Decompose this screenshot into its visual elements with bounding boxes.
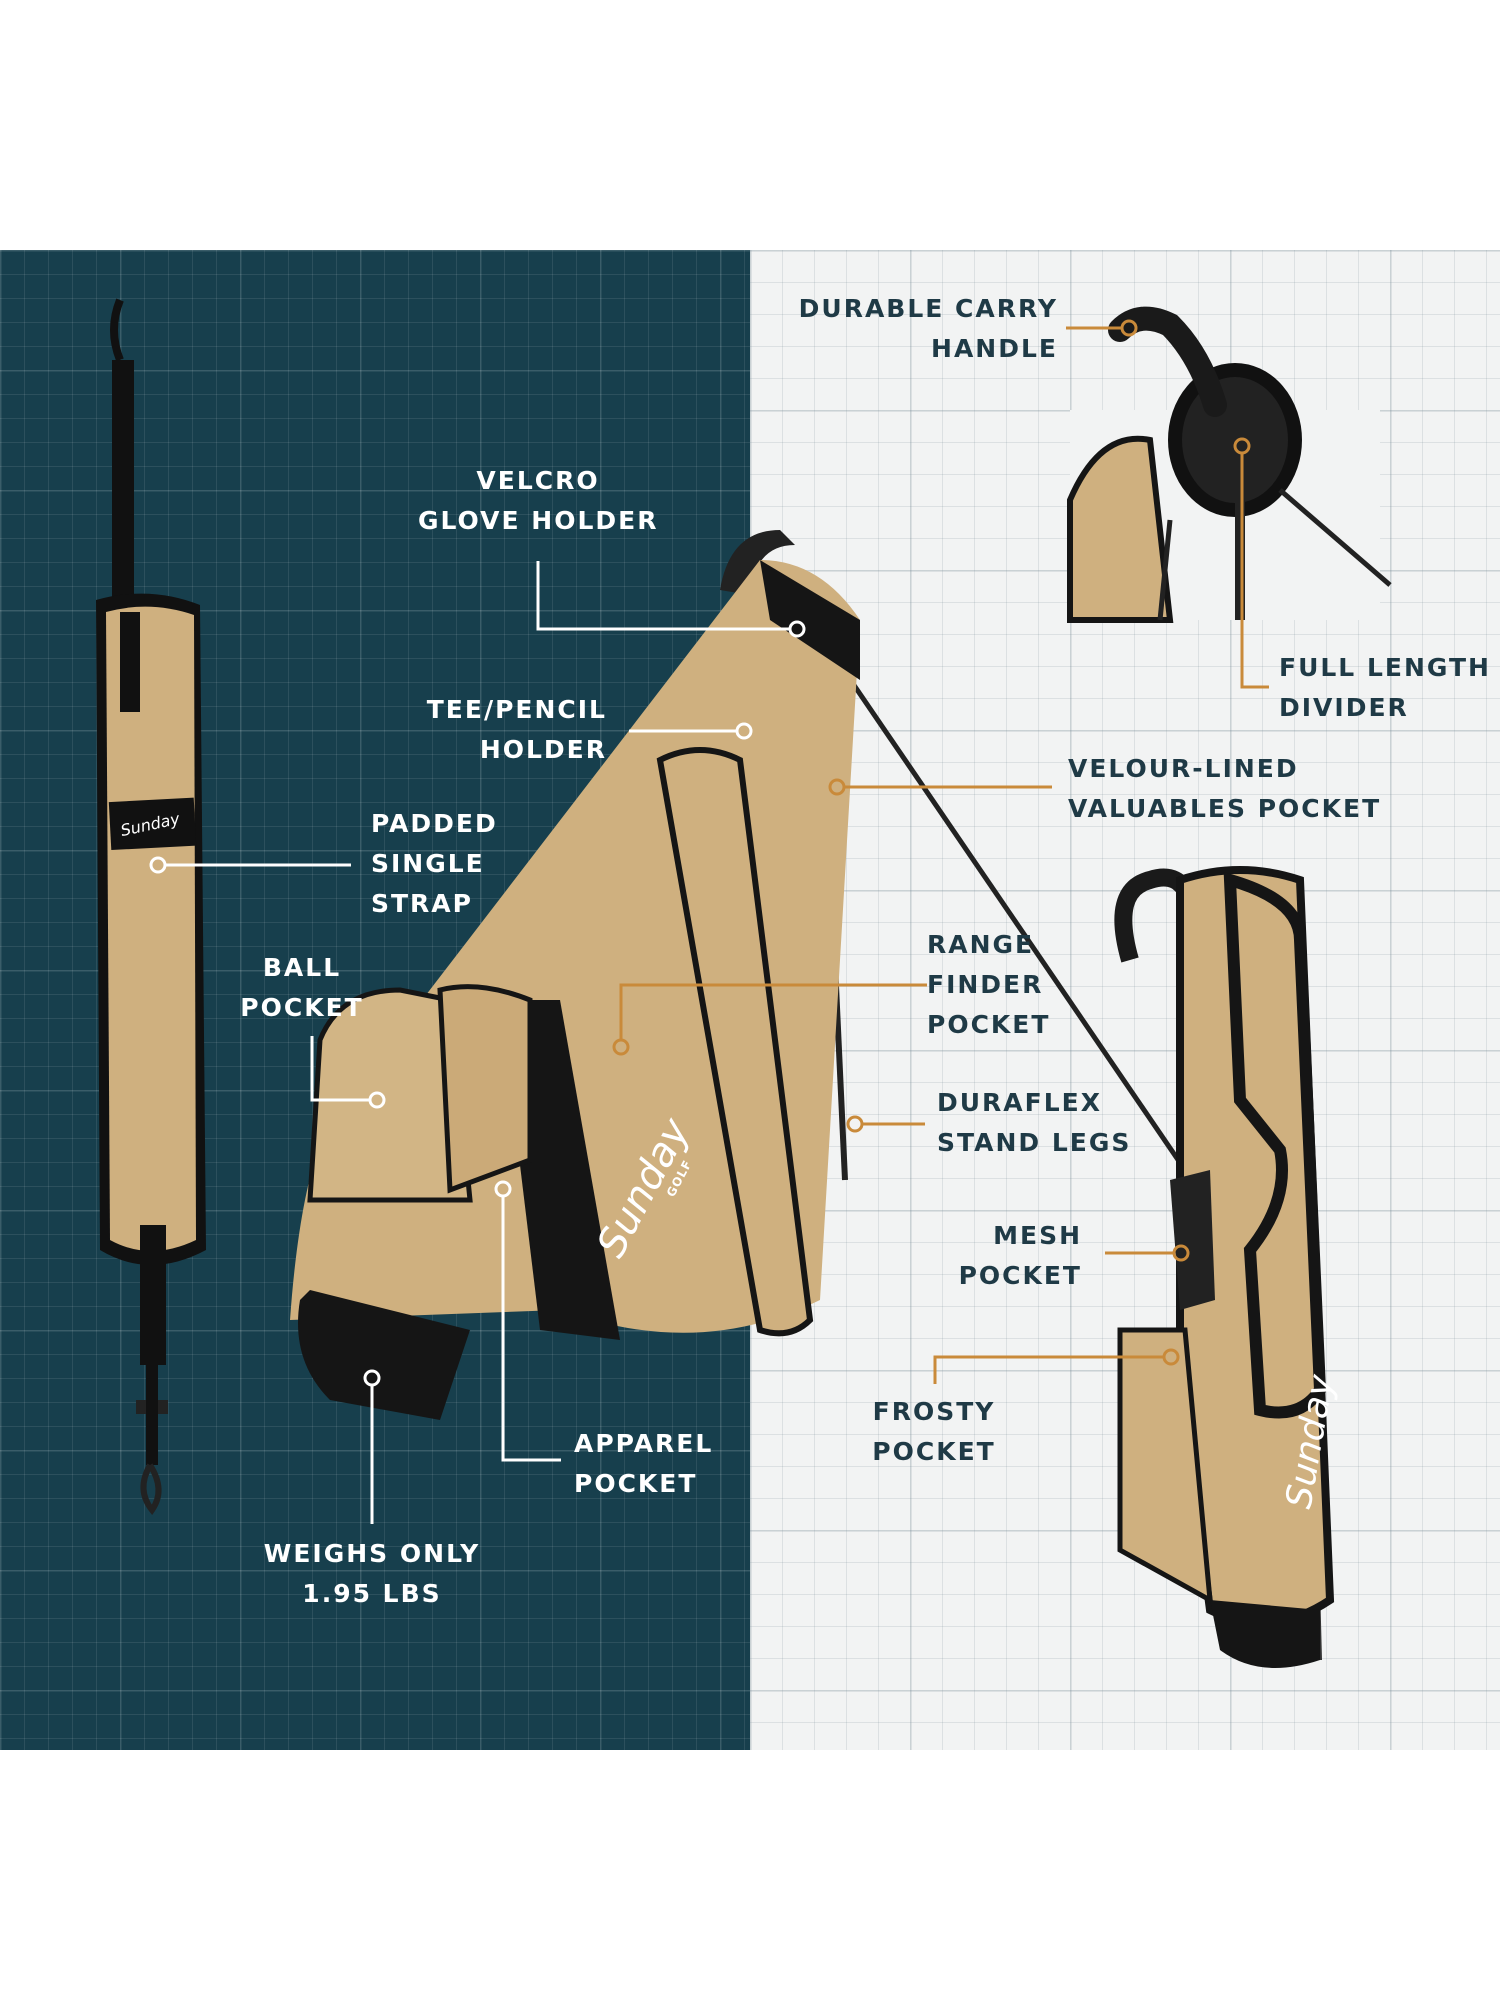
- shoulder-strap: Sunday: [96, 298, 206, 1516]
- top-view-bag: [1067, 306, 1392, 623]
- leader-lines: [149, 319, 1269, 1524]
- main-bag: Sunday GOLF: [290, 530, 1188, 1420]
- standing-bag: Sunday: [1114, 866, 1342, 1668]
